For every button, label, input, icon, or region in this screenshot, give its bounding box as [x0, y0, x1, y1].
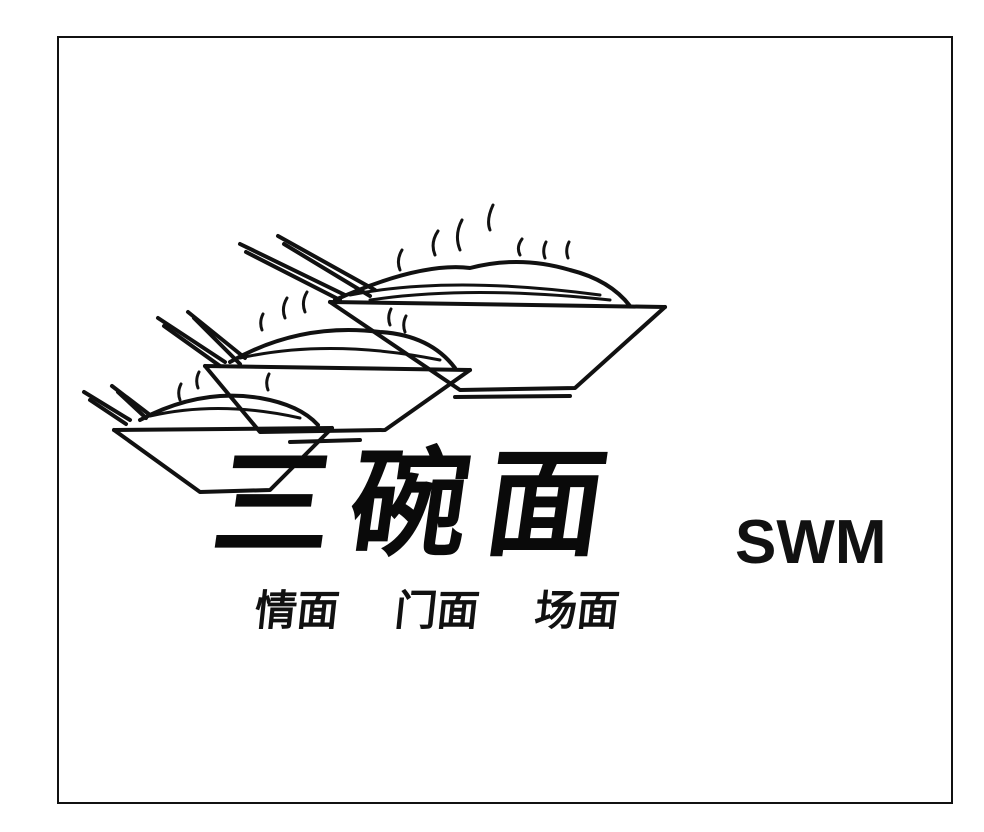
slogan-2: 门面	[392, 586, 482, 635]
small-bowl-icon	[82, 370, 334, 494]
large-bowl-icon	[238, 203, 667, 399]
medium-bowl-icon	[156, 290, 472, 444]
brand-name-latin: SWM	[735, 508, 887, 577]
trademark-frame	[57, 36, 953, 804]
slogan-3: 场面	[532, 586, 622, 635]
brand-name-chinese: 三碗面	[205, 434, 633, 573]
slogan-1: 情面	[252, 586, 342, 635]
